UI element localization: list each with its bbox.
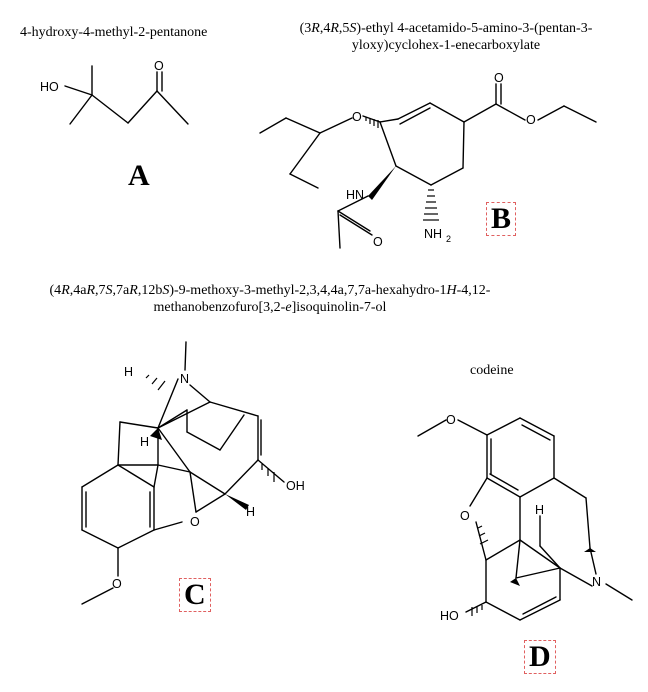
hydrogen-label: H — [246, 505, 255, 519]
hash-bond-furan — [477, 525, 489, 545]
structure-d-bonds — [417, 417, 633, 621]
structure-c-bonds — [81, 341, 285, 605]
hydrogen-label: H — [140, 435, 149, 449]
carbonyl-o-label: O — [494, 71, 504, 85]
ether-o-label: O — [352, 110, 362, 124]
ester-o-label: O — [526, 113, 536, 127]
hash-bond-oh — [261, 464, 275, 482]
furan-o-label: O — [190, 515, 200, 529]
methoxy-o-label: O — [112, 577, 122, 591]
wedge-bond — [584, 548, 596, 552]
nitrogen-label: N — [592, 575, 601, 589]
carbonyl-o-label: O — [154, 59, 164, 73]
hydroxyl-label: HO — [40, 80, 59, 94]
compound-b-name: (3R,4R,5S)-ethyl 4-acetamido-5-amino-3-(… — [299, 21, 593, 53]
compound-d-label: D — [524, 640, 556, 674]
hydroxyl-label: HO — [440, 609, 459, 623]
amide-o-label: O — [373, 235, 383, 249]
amine-label: NH — [424, 227, 442, 241]
wedge-bond — [368, 166, 396, 200]
amide-nh-label: HN — [346, 188, 364, 202]
hash-bond-ho — [471, 605, 483, 616]
hash-bond-nh2 — [423, 189, 439, 221]
methoxy-o-label: O — [446, 413, 456, 427]
amine-subscript: 2 — [446, 234, 451, 244]
hydrogen-label: H — [535, 503, 544, 517]
hash-bond-h — [145, 374, 166, 391]
furan-o-label: O — [460, 509, 470, 523]
wedge-bond — [510, 578, 520, 586]
compound-d-name: codeine — [470, 363, 514, 378]
structure-b-bonds — [259, 83, 597, 249]
nitrogen-label: N — [180, 372, 189, 386]
structure-a-bonds — [64, 65, 189, 125]
wedge-bond — [225, 494, 249, 510]
compound-a-name: 4-hydroxy-4-methyl-2-pentanone — [20, 25, 208, 40]
compound-a-label: A — [128, 159, 150, 192]
wedge-bond — [150, 428, 162, 440]
hydrogen-label: H — [124, 365, 133, 379]
compound-c-label: C — [179, 578, 211, 612]
hash-bond-o — [365, 117, 379, 128]
hydroxyl-label: OH — [286, 479, 305, 493]
compound-b-label: B — [486, 202, 517, 236]
compound-c-name: (4R,4aR,7S,7aR,12bS)-9-methoxy-3-methyl-… — [49, 283, 491, 315]
